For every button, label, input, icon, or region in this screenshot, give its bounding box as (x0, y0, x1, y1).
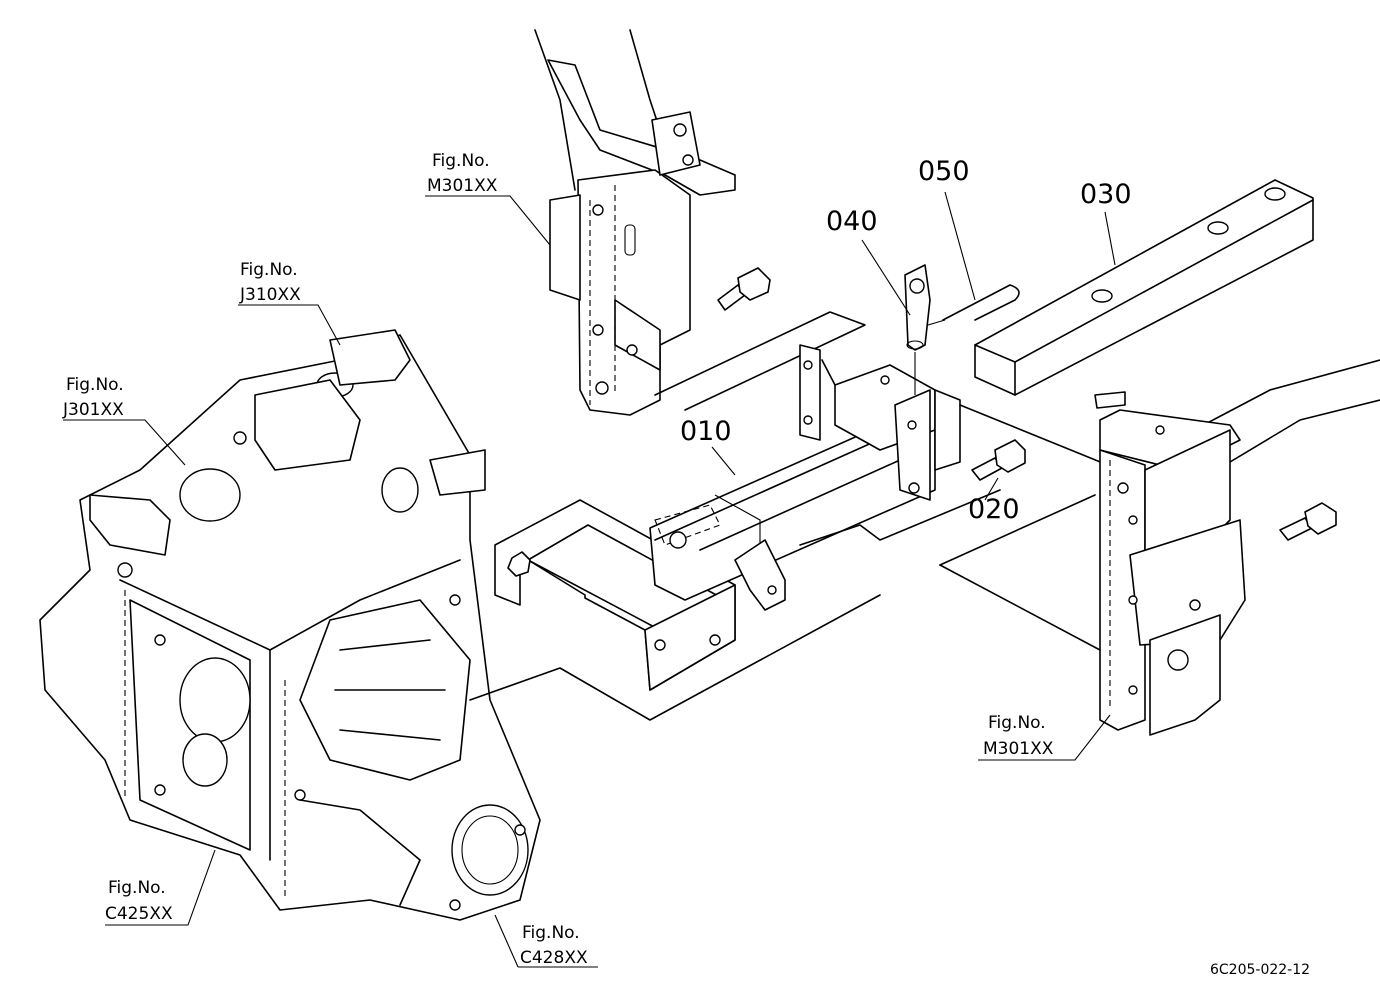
part-010-drawbar-frame (494, 344, 1121, 691)
figure-ref-c425: Fig.No. C425XX (105, 878, 173, 924)
figure-ref-caption: Fig.No. (240, 260, 298, 280)
transmission-housing (39, 329, 881, 921)
figure-ref-caption: Fig.No. (108, 878, 166, 898)
figure-ref-number: M301XX (983, 739, 1054, 759)
figure-ref-caption: Fig.No. (522, 923, 580, 943)
part-020-bolt (971, 439, 1026, 481)
figure-ref-number: J310XX (239, 285, 301, 305)
figure-ref-number: C425XX (105, 904, 173, 924)
figure-ref-number: M301XX (427, 176, 498, 196)
figure-ref-number: J301XX (62, 400, 124, 420)
part-050-clip (927, 284, 1020, 326)
figure-ref-caption: Fig.No. (988, 713, 1046, 733)
figure-ref-m301-right: Fig.No. M301XX (983, 713, 1054, 759)
part-label-050: 050 (918, 156, 970, 187)
upper-frame-bracket (534, 29, 866, 416)
figure-ref-caption: Fig.No. (432, 151, 490, 171)
part-label-010: 010 (680, 416, 732, 447)
figure-ref-number: C428XX (520, 948, 588, 968)
part-030-bar (974, 179, 1314, 396)
figure-ref-c428: Fig.No. C428XX (520, 923, 588, 968)
leader-lines (63, 191, 1116, 968)
figure-ref-j301: Fig.No. J301XX (62, 375, 124, 420)
right-frame-bracket (939, 359, 1380, 736)
drawing-code: 6C205-022-12 (1210, 962, 1310, 978)
part-label-040: 040 (826, 206, 878, 237)
figure-ref-m301-top: Fig.No. M301XX (427, 151, 498, 196)
figure-ref-j310: Fig.No. J310XX (239, 260, 301, 305)
figure-ref-caption: Fig.No. (66, 375, 124, 395)
part-label-020: 020 (968, 494, 1020, 525)
part-040-pin (904, 264, 931, 395)
part-label-030: 030 (1080, 179, 1132, 210)
